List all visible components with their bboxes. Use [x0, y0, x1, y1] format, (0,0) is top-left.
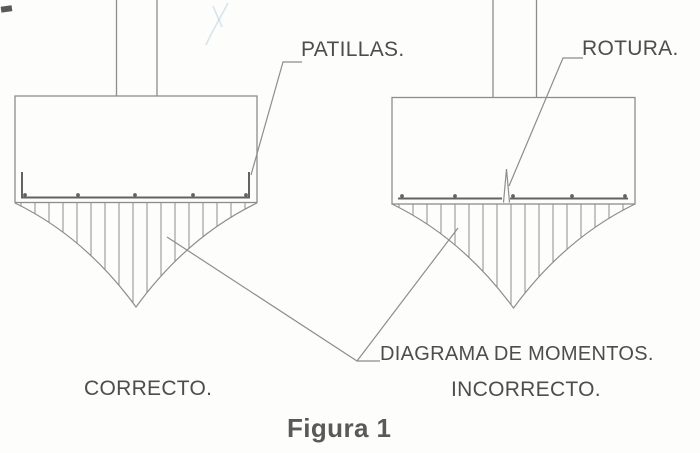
left-rebar-dots	[23, 193, 248, 197]
patillas-leader-line	[250, 61, 302, 176]
left-rebar-with-hooks	[21, 172, 250, 199]
right-moment-diagram	[391, 203, 636, 310]
left-column	[115, 0, 158, 96]
label-correcto: CORRECTO.	[84, 377, 213, 400]
label-patillas: PATILLAS.	[301, 38, 405, 61]
momentos-leader-line-left	[166, 236, 380, 362]
figure-caption: Figura 1	[287, 413, 392, 443]
pen-scribble	[205, 2, 229, 46]
scanner-edge-mark	[0, 5, 13, 13]
right-rebar-broken	[398, 168, 628, 203]
label-rotura: ROTURA.	[582, 37, 679, 60]
pen-scribble	[212, 5, 223, 28]
left-footing-detail	[14, 0, 258, 309]
right-rebar-dots	[400, 194, 627, 198]
left-moment-diagram	[14, 202, 258, 309]
right-footing-outline	[391, 96, 636, 205]
right-column	[492, 0, 538, 98]
label-diagrama-de-momentos: DIAGRAMA DE MOMENTOS.	[380, 343, 654, 365]
left-footing-outline	[14, 95, 258, 204]
leader-lines	[166, 57, 583, 362]
momentos-leader-line-right	[356, 227, 459, 362]
label-incorrecto: INCORRECTO.	[451, 378, 601, 401]
right-footing-detail	[391, 0, 636, 310]
rotura-crack	[502, 168, 511, 203]
rotura-leader-line	[508, 57, 583, 187]
scan-artifacts	[0, 2, 229, 46]
